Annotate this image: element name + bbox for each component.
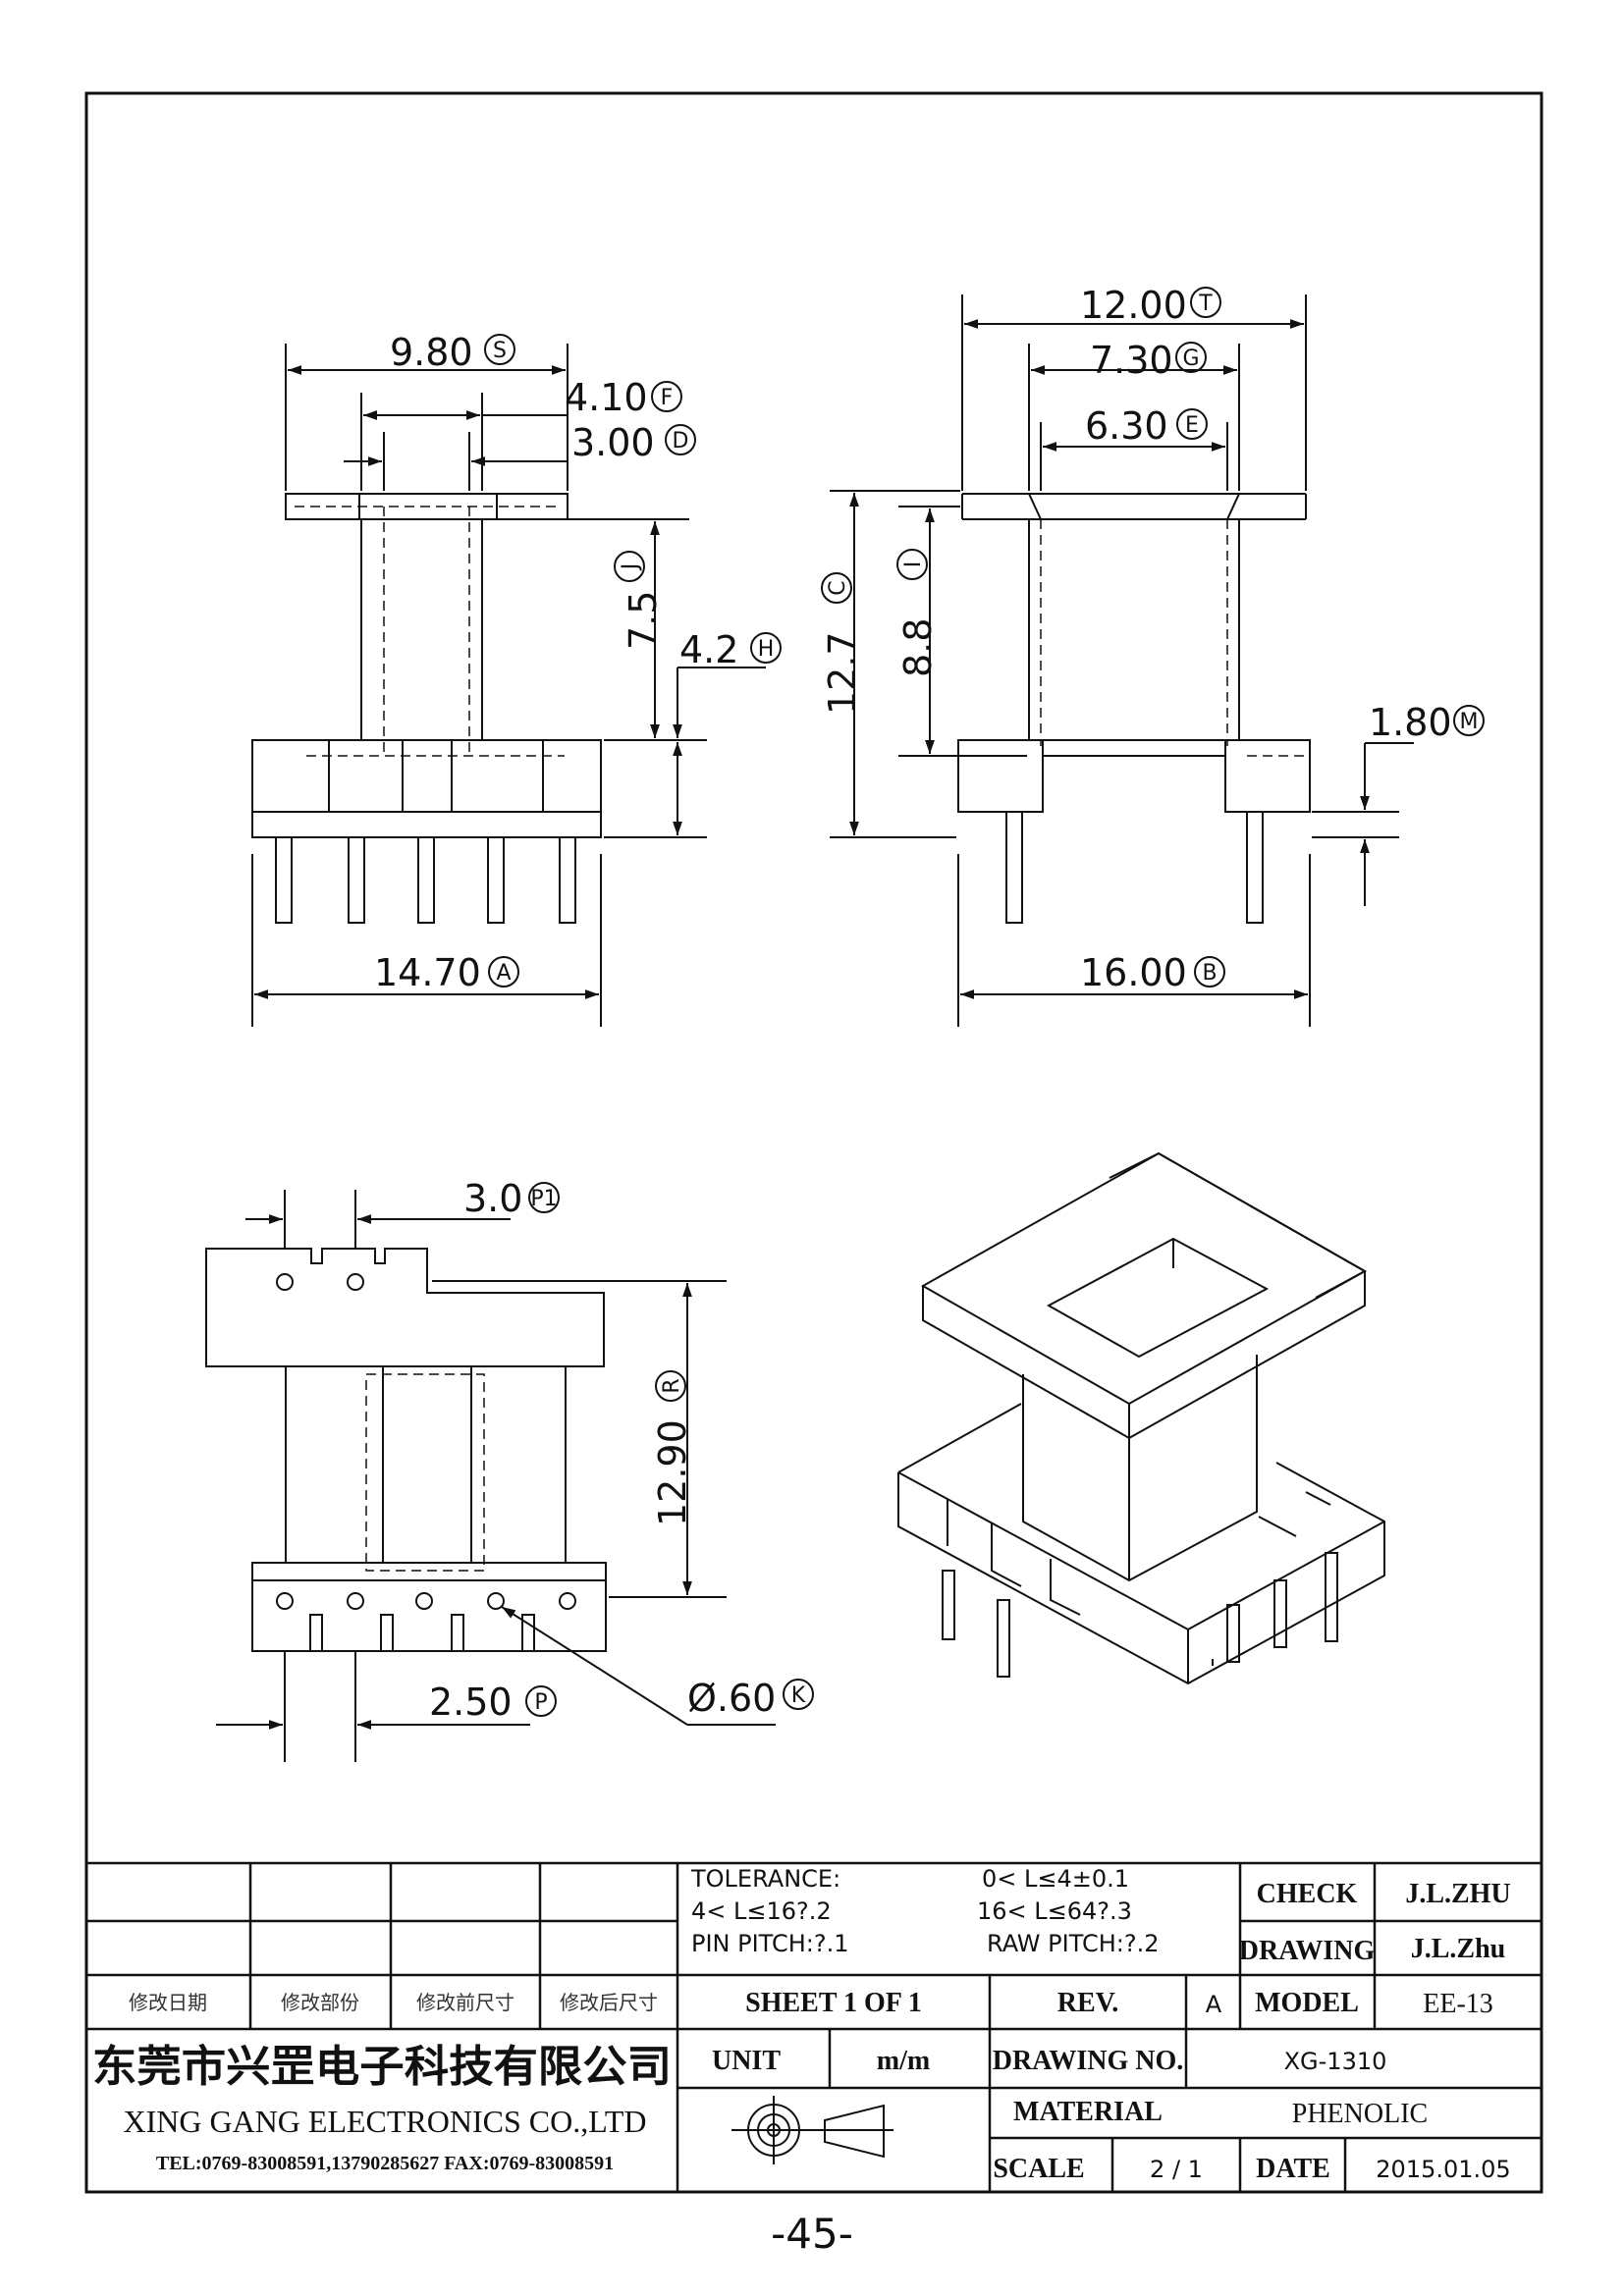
tolerance-block: TOLERANCE: 0< L≤4±0.1 4< L≤16?.2 16< L≤6… <box>690 1865 1160 1957</box>
sheet-label: SHEET 1 OF 1 <box>745 1988 922 2018</box>
projection-symbol <box>731 2096 893 2164</box>
dim-R-value: 12.90 <box>651 1419 694 1526</box>
dim-P1-tag: P1 <box>530 1187 557 1211</box>
dim-A-tag: A <box>496 961 511 986</box>
drawing-no-label: DRAWING NO. <box>993 2046 1183 2076</box>
dim-G-value: 7.30 <box>1090 339 1173 382</box>
pin-pitch: PIN PITCH:?.1 <box>691 1930 848 1957</box>
dim-M-value: 1.80 <box>1369 701 1452 744</box>
tolerance-range-2: 4< L≤16?.2 <box>691 1897 832 1925</box>
revision-headers: 修改日期 修改部份 修改前尺寸 修改后尺寸 <box>129 1991 658 2014</box>
dim-F-value: 4.10 <box>565 376 648 419</box>
dim-E-tag: E <box>1185 413 1199 438</box>
tolerance-range-1: 0< L≤4±0.1 <box>982 1865 1129 1893</box>
check-label: CHECK <box>1257 1879 1358 1909</box>
rev-header-before: 修改前尺寸 <box>416 1991 514 2014</box>
company-contact: TEL:0769-83008591,13790285627 FAX:0769-8… <box>156 2153 614 2174</box>
rev-label: REV. <box>1057 1988 1119 2018</box>
front-view <box>251 493 602 924</box>
isometric-view[interactable] <box>897 1151 1385 1685</box>
rev-header-date: 修改日期 <box>129 1991 207 2014</box>
model-label: MODEL <box>1255 1988 1359 2018</box>
dim-D-value: 3.00 <box>571 421 655 464</box>
model-value: EE-13 <box>1423 1989 1493 2019</box>
rev-header-part: 修改部份 <box>281 1991 359 2014</box>
front-view-dimensions <box>251 344 766 1027</box>
date-label: DATE <box>1256 2154 1330 2184</box>
title-block-grid <box>86 1861 1542 2192</box>
side-view <box>957 493 1311 924</box>
dim-I-tag: I <box>901 561 926 568</box>
bottom-view <box>205 1248 607 1652</box>
dim-J-tag: J <box>619 563 643 572</box>
dim-T-value: 12.00 <box>1080 284 1187 327</box>
dim-P-value: 2.50 <box>429 1681 513 1724</box>
dimension-tag-circles <box>484 287 1485 1717</box>
bottom-view-dimensions <box>216 1190 776 1762</box>
date-value: 2015.01.05 <box>1376 2156 1510 2183</box>
dim-K-value: Ø.60 <box>687 1677 776 1720</box>
rev-value: A <box>1206 1991 1222 2018</box>
tolerance-label: TOLERANCE: <box>690 1865 840 1893</box>
dim-G-tag: G <box>1182 347 1199 371</box>
tolerance-range-3: 16< L≤64?.3 <box>977 1897 1132 1925</box>
dim-D-tag: D <box>673 429 689 454</box>
dimension-labels: 9.80 S 4.10 F 3.00 D 12.00 T 7.30 G 6.30… <box>374 284 1478 1724</box>
unit-value: m/m <box>877 2046 930 2076</box>
material-label: MATERIAL <box>1013 2097 1163 2127</box>
unit-label: UNIT <box>712 2046 781 2076</box>
drawing-no-value: XG-1310 <box>1284 2048 1387 2075</box>
scale-label: SCALE <box>993 2154 1084 2184</box>
dim-S-tag: S <box>493 339 507 363</box>
dim-B-value: 16.00 <box>1080 951 1187 994</box>
dim-S-value: 9.80 <box>390 331 473 374</box>
dim-A-value: 14.70 <box>374 951 481 994</box>
page-number: -45- <box>771 2210 853 2258</box>
dim-I-value: 8.8 <box>896 618 940 677</box>
rev-header-after: 修改后尺寸 <box>560 1991 658 2014</box>
side-view-dimensions <box>830 294 1414 1027</box>
title-block-fields: CHECK J.L.ZHU DRAWING J.L.Zhu SHEET 1 OF… <box>712 1879 1511 2184</box>
dim-C-tag: C <box>826 580 850 595</box>
dim-H-tag: H <box>758 637 775 662</box>
company-name-en: XING GANG ELECTRONICS CO.,LTD <box>123 2104 646 2139</box>
dim-M-tag: M <box>1460 710 1479 734</box>
dim-P-tag: P <box>534 1690 547 1715</box>
company-name-cn: 东莞市兴罡电子科技有限公司 <box>92 2042 672 2092</box>
dim-B-tag: B <box>1202 961 1217 986</box>
dim-P1-value: 3.0 <box>463 1177 522 1220</box>
dim-H-value: 4.2 <box>679 628 738 671</box>
check-value: J.L.ZHU <box>1405 1879 1510 1909</box>
dim-C-value: 12.7 <box>821 631 864 715</box>
material-value: PHENOLIC <box>1292 2099 1428 2129</box>
dim-E-value: 6.30 <box>1085 404 1168 448</box>
dim-J-value: 7.5 <box>622 591 665 650</box>
dim-R-tag: R <box>660 1378 684 1393</box>
dim-T-tag: T <box>1198 292 1213 316</box>
company-block: 东莞市兴罡电子科技有限公司 XING GANG ELECTRONICS CO.,… <box>92 2042 672 2174</box>
scale-value: 2 / 1 <box>1150 2156 1203 2183</box>
sheet-border <box>84 91 1543 2194</box>
drawing-label: DRAWING <box>1239 1936 1376 1966</box>
dim-K-tag: K <box>791 1683 806 1708</box>
dim-F-tag: F <box>661 386 674 410</box>
raw-pitch: RAW PITCH:?.2 <box>987 1930 1160 1957</box>
drawing-value: J.L.Zhu <box>1411 1934 1506 1964</box>
